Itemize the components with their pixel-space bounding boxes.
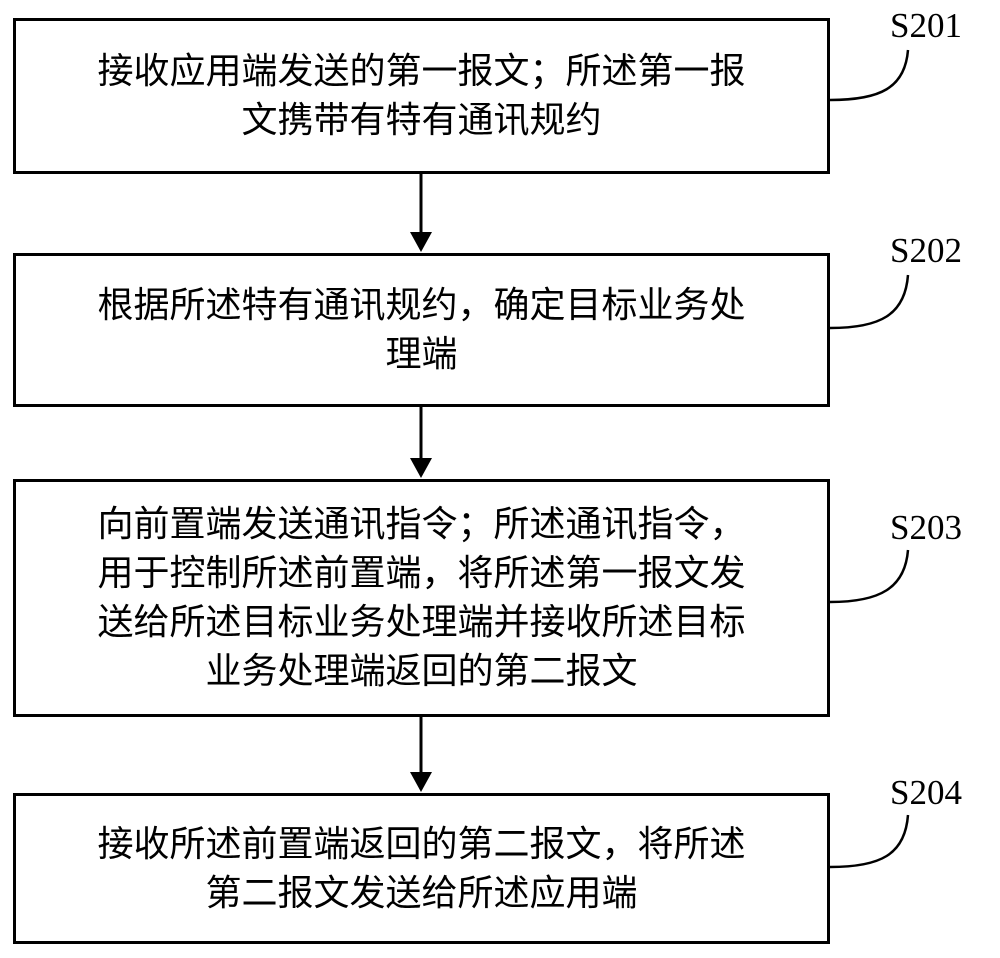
step-box-s204: 接收所述前置端返回的第二报文，将所述 第二报文发送给所述应用端 <box>13 793 830 944</box>
arrow-head-2 <box>410 458 432 478</box>
leader-curve-s201 <box>829 49 910 102</box>
step-text-line: 根据所述特有通讯规约，确定目标业务处 <box>97 285 746 326</box>
step-label-s202: S202 <box>890 231 962 270</box>
step-label-s201: S201 <box>890 6 962 45</box>
step-text-s204: 接收所述前置端返回的第二报文，将所述 第二报文发送给所述应用端 <box>97 820 745 918</box>
step-text-s203: 向前置端发送通讯指令；所述通讯指令， 用于控制所述前置端，将所述第一报文发 送给… <box>97 500 745 696</box>
step-text-s202: 根据所述特有通讯规约，确定目标业务处 理端 <box>97 281 745 379</box>
step-label-s204: S204 <box>890 773 962 812</box>
step-text-line: 业务处理端返回的第二报文 <box>205 651 638 692</box>
step-text-s201: 接收应用端发送的第一报文；所述第一报 文携带有特有通讯规约 <box>97 47 745 145</box>
step-label-s203: S203 <box>890 508 962 547</box>
step-text-line: 第二报文发送给所述应用端 <box>205 872 638 914</box>
leader-curve-s204 <box>829 814 910 869</box>
leader-curve-s203 <box>829 549 910 604</box>
step-text-line: 送给所述目标业务处理端并接收所述目标 <box>97 602 746 643</box>
arrow-head-1 <box>410 232 432 252</box>
step-text-line: 向前置端发送通讯指令；所述通讯指令， <box>97 504 746 545</box>
step-box-s202: 根据所述特有通讯规约，确定目标业务处 理端 <box>13 253 830 407</box>
leader-curve-s202 <box>829 274 910 330</box>
arrow-head-3 <box>410 772 432 792</box>
step-text-line: 接收应用端发送的第一报文；所述第一报 <box>97 51 746 92</box>
step-box-s201: 接收应用端发送的第一报文；所述第一报 文携带有特有通讯规约 <box>13 18 830 174</box>
step-text-line: 用于控制所述前置端，将所述第一报文发 <box>97 553 746 594</box>
step-text-line: 理端 <box>385 334 458 375</box>
step-box-s203: 向前置端发送通讯指令；所述通讯指令， 用于控制所述前置端，将所述第一报文发 送给… <box>13 479 830 717</box>
step-text-line: 文携带有特有通讯规约 <box>241 100 602 141</box>
step-text-line: 接收所述前置端返回的第二报文，将所述 <box>97 823 746 865</box>
